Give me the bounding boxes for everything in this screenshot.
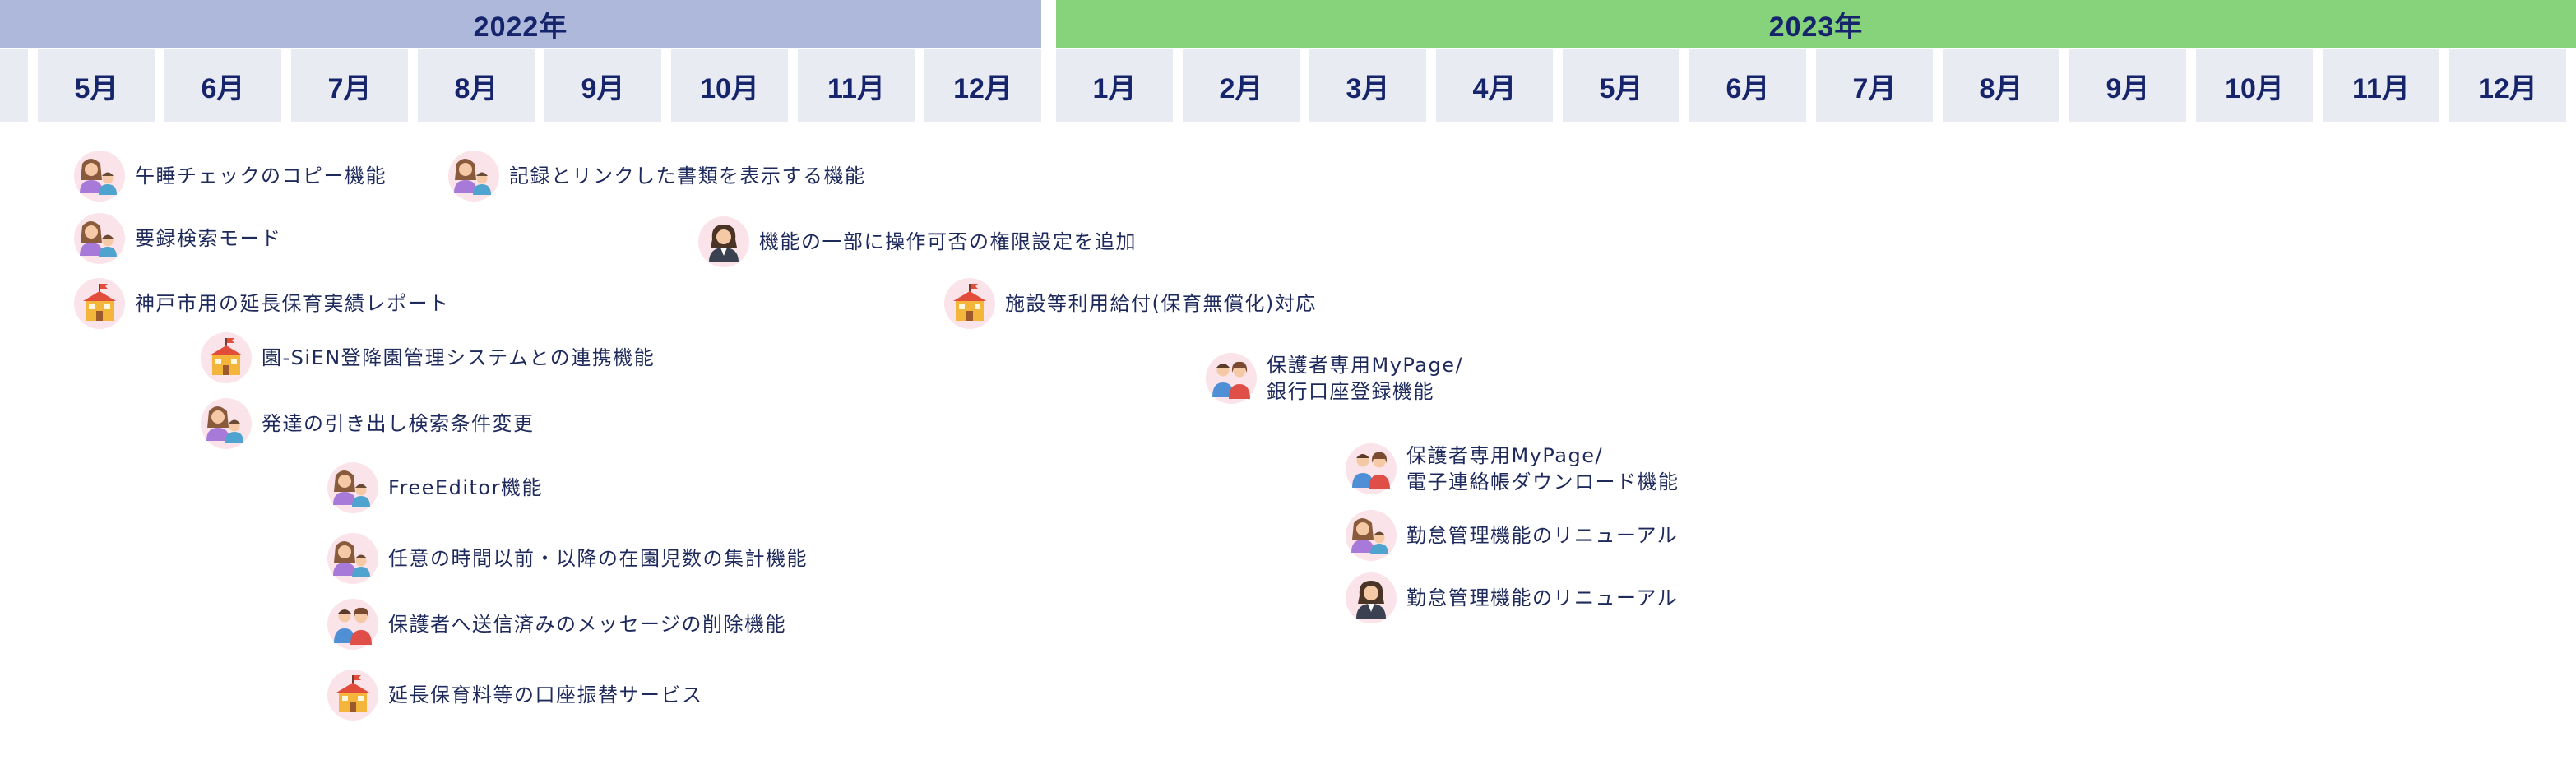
feature-label: 発達の引き出し検索条件変更 [262, 412, 535, 435]
month-cell: 7月 [1816, 49, 1933, 122]
feature-label: 神戸市用の延長保育実績レポート [135, 292, 450, 315]
month-cell-partial [0, 49, 28, 122]
parents-icon [1206, 353, 1257, 404]
feature-item: 午睡チェックのコピー機能 [74, 151, 387, 202]
month-cell: 4月 [1436, 49, 1553, 122]
month-cell: 11月 [798, 49, 915, 122]
month-cell: 12月 [2449, 49, 2566, 122]
feature-item: 保護者専用MyPage/ 電子連絡帳ダウンロード機能 [1346, 443, 1679, 495]
month-cell: 10月 [671, 49, 788, 122]
month-cell: 8月 [418, 49, 535, 122]
feature-item: 施設等利用給付(保育無償化)対応 [944, 278, 1317, 329]
feature-item: 要録検索モード [74, 213, 282, 264]
feature-item: 任意の時間以前・以降の在園児数の集計機能 [327, 533, 808, 584]
feature-label: 午睡チェックのコピー機能 [135, 165, 387, 188]
feature-label-line2: 電子連絡帳ダウンロード機能 [1406, 470, 1679, 494]
feature-label: 延長保育料等の口座振替サービス [388, 684, 703, 707]
school-building-icon [74, 278, 125, 329]
month-cell: 3月 [1309, 49, 1426, 122]
feature-item: 記録とリンクした書類を表示する機能 [448, 151, 866, 202]
feature-label: FreeEditor機能 [388, 476, 543, 499]
feature-item: 保護者専用MyPage/ 銀行口座登録機能 [1206, 352, 1463, 405]
parents-icon [327, 599, 378, 650]
month-cell: 12月 [924, 49, 1041, 122]
mother-child-icon [448, 151, 499, 202]
year-header-2023: 2023年 [1056, 0, 2576, 48]
year-header-2022: 2022年 [0, 0, 1041, 48]
feature-item: FreeEditor機能 [327, 462, 543, 513]
school-building-icon [327, 670, 378, 721]
feature-label: 要録検索モード [135, 227, 282, 250]
parents-icon [1346, 443, 1397, 494]
mother-child-icon [327, 462, 378, 513]
feature-label: 勤怠管理機能のリニューアル [1406, 524, 1679, 547]
feature-label: 機能の一部に操作可否の権限設定を追加 [759, 230, 1137, 253]
feature-label: 記録とリンクした書類を表示する機能 [509, 165, 866, 188]
feature-item: 延長保育料等の口座振替サービス [327, 670, 703, 721]
month-cell: 10月 [2196, 49, 2313, 122]
mother-child-icon [201, 398, 252, 449]
mother-child-icon [327, 533, 378, 584]
month-cell: 11月 [2323, 49, 2439, 122]
month-cell: 6月 [164, 49, 281, 122]
month-cell: 2月 [1183, 49, 1300, 122]
feature-label: 施設等利用給付(保育無償化)対応 [1005, 292, 1317, 315]
feature-label: 園-SiEN登降園管理システムとの連携機能 [262, 346, 656, 369]
feature-item: 園-SiEN登降園管理システムとの連携機能 [201, 332, 655, 383]
feature-label-line1: 保護者専用MyPage/ [1406, 444, 1604, 467]
month-cell: 9月 [2069, 49, 2186, 122]
feature-label-line2: 銀行口座登録機能 [1267, 380, 1434, 403]
month-cell: 6月 [1689, 49, 1806, 122]
month-cell: 8月 [1943, 49, 2059, 122]
mother-child-icon [1346, 510, 1397, 561]
month-cell: 1月 [1056, 49, 1173, 122]
mother-child-icon [74, 213, 125, 264]
feature-label: 保護者専用MyPage/ 電子連絡帳ダウンロード機能 [1406, 443, 1679, 495]
month-cell: 5月 [1563, 49, 1679, 122]
feature-label: 保護者専用MyPage/ 銀行口座登録機能 [1267, 352, 1463, 405]
school-building-icon [944, 278, 995, 329]
month-cell: 5月 [38, 49, 155, 122]
feature-item: 勤怠管理機能のリニューアル [1346, 510, 1678, 561]
feature-label: 勤怠管理機能のリニューアル [1406, 586, 1679, 609]
mother-child-icon [74, 151, 125, 202]
feature-item: 保護者へ送信済みのメッセージの削除機能 [327, 599, 786, 650]
feature-label: 任意の時間以前・以降の在園児数の集計機能 [388, 547, 808, 570]
month-row: 5月 6月 7月 8月 9月 10月 11月 12月 1月 2月 3月 4月 5… [0, 49, 2576, 122]
staff-woman-icon [698, 216, 749, 267]
feature-item: 発達の引き出し検索条件変更 [201, 398, 535, 449]
month-cell: 7月 [291, 49, 408, 122]
staff-woman-icon [1346, 572, 1397, 623]
feature-label-line1: 保護者専用MyPage/ [1267, 354, 1464, 377]
school-building-icon [201, 332, 252, 383]
month-cell: 9月 [544, 49, 661, 122]
feature-item: 神戸市用の延長保育実績レポート [74, 278, 450, 329]
feature-label: 保護者へ送信済みのメッセージの削除機能 [388, 613, 787, 636]
feature-item: 機能の一部に操作可否の権限設定を追加 [698, 216, 1137, 267]
feature-item: 勤怠管理機能のリニューアル [1346, 572, 1678, 623]
